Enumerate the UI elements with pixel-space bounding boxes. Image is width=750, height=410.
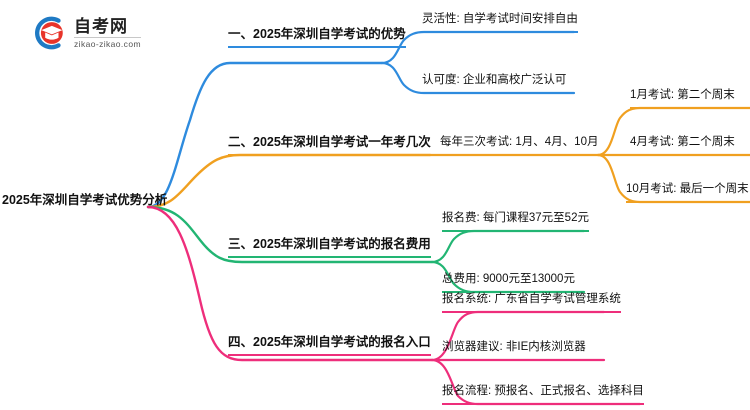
branch-node-4[interactable]: 四、2025年深圳自学考试的报名入口 <box>228 336 431 356</box>
connector-root-to-branch-2 <box>146 153 432 209</box>
branch-2-child-1[interactable]: 每年三次考试: 1月、4月、10月 <box>440 136 599 156</box>
logo-cn-name: 自考网 <box>74 18 141 38</box>
branch-3-child-2[interactable]: 总费用: 9000元至13000元 <box>442 273 575 293</box>
branch-2-grandchild-3[interactable]: 10月考试: 最后一个周末 <box>626 183 749 203</box>
branch-4-child-1[interactable]: 报名系统: 广东省自学考试管理系统 <box>442 293 621 313</box>
branch-1-child-2[interactable]: 认可度: 企业和高校广泛认可 <box>422 74 567 94</box>
connector-branch-1-split-top <box>380 30 576 65</box>
branch-4-child-2[interactable]: 浏览器建议: 非IE内核浏览器 <box>442 341 586 361</box>
branch-3-child-1[interactable]: 报名费: 每门课程37元至52元 <box>442 212 589 232</box>
branch-node-2[interactable]: 二、2025年深圳自学考试一年考几次 <box>228 136 431 156</box>
connector-branch-3-split-top <box>430 229 586 264</box>
branch-node-3[interactable]: 三、2025年深圳自学考试的报名费用 <box>228 238 431 258</box>
branch-2-grandchild-2[interactable]: 4月考试: 第二个周末 <box>630 136 735 156</box>
mindmap-root-title: 2025年深圳自学考试优势分析 <box>2 193 168 207</box>
branch-1-child-1[interactable]: 灵活性: 自学考试时间安排自由 <box>422 13 578 33</box>
logo-domain: zikao-zikao.com <box>74 38 141 49</box>
graduation-cap-logo-icon <box>30 14 68 52</box>
branch-node-1[interactable]: 一、2025年深圳自学考试的优势 <box>228 28 406 48</box>
branch-2-grandchild-1[interactable]: 1月考试: 第二个周末 <box>630 89 735 109</box>
logo-wordmark: 自考网 zikao-zikao.com <box>74 18 141 49</box>
site-logo: 自考网 zikao-zikao.com <box>30 12 180 54</box>
branch-4-child-3[interactable]: 报名流程: 预报名、正式报名、选择科目 <box>442 385 644 405</box>
